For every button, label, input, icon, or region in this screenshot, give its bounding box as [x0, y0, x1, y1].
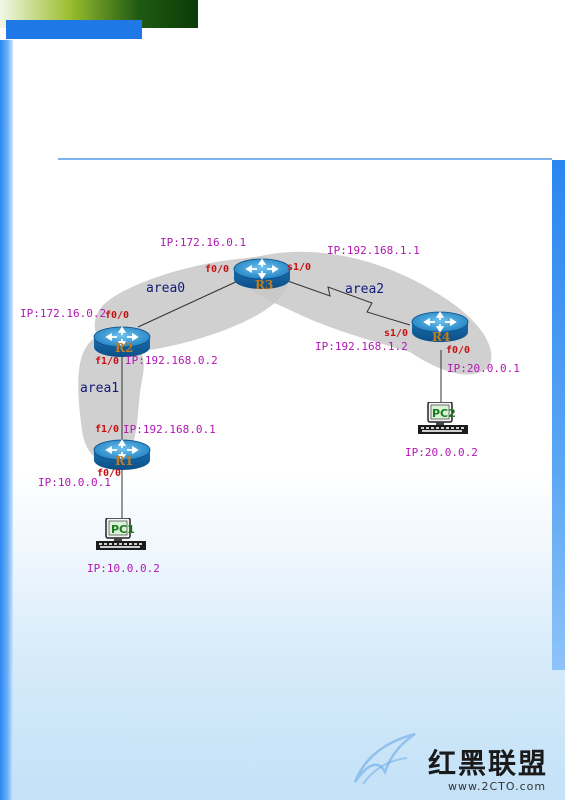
header-blue-bar — [6, 20, 142, 39]
area1-label: area1 — [80, 381, 119, 396]
link-r2-r3 — [137, 279, 241, 328]
watermark-brand: 红黑联盟 — [428, 747, 549, 780]
link-r3-r4-serial — [284, 279, 411, 326]
horizontal-rule — [58, 158, 552, 160]
pc-1: PC1 — [95, 518, 147, 551]
interface-label: s1/0 — [384, 328, 408, 339]
router-label: R3 — [255, 278, 273, 292]
right-blue-bar — [552, 160, 565, 670]
ip-label: IP:192.168.0.1 — [123, 423, 216, 436]
ip-label: IP:10.0.0.2 — [87, 562, 160, 575]
router-r3: R3 — [233, 258, 291, 292]
router-r4: R4 — [411, 311, 469, 344]
router-label: R1 — [115, 454, 133, 468]
area1-shade — [78, 335, 144, 464]
ip-label: IP:172.16.0.2 — [20, 307, 106, 320]
router-r1: R1 — [93, 439, 151, 471]
ip-label: IP:192.168.0.2 — [125, 354, 218, 367]
router-label: R2 — [115, 341, 133, 355]
router-r2: R2 — [93, 326, 151, 358]
interface-label: s1/0 — [287, 262, 311, 273]
interface-label: f0/0 — [105, 310, 129, 321]
pc-label: PC1 — [111, 523, 135, 536]
watermark-url: www.2CTO.com — [448, 780, 547, 793]
area2-shade — [236, 251, 492, 375]
pc-2: PC2 — [417, 402, 469, 435]
router-label: R4 — [432, 330, 450, 344]
pc-label: PC2 — [432, 407, 456, 420]
interface-label: f0/0 — [97, 468, 121, 479]
ip-label: IP:192.168.1.2 — [315, 340, 408, 353]
left-blue-bar — [0, 40, 13, 800]
ip-label: IP:192.168.1.1 — [327, 244, 420, 257]
watermark-bird-icon — [353, 732, 416, 785]
interface-label: f1/0 — [95, 356, 119, 367]
area0-label: area0 — [146, 281, 185, 296]
ip-label: IP:172.16.0.1 — [160, 236, 246, 249]
interface-label: f0/0 — [205, 264, 229, 275]
interface-label: f0/0 — [446, 345, 470, 356]
interface-label: f1/0 — [95, 424, 119, 435]
ip-label: IP:10.0.0.1 — [38, 476, 111, 489]
area2-label: area2 — [345, 282, 384, 297]
links — [121, 279, 442, 520]
ip-label: IP:20.0.0.2 — [405, 446, 478, 459]
ip-label: IP:20.0.0.1 — [447, 362, 520, 375]
